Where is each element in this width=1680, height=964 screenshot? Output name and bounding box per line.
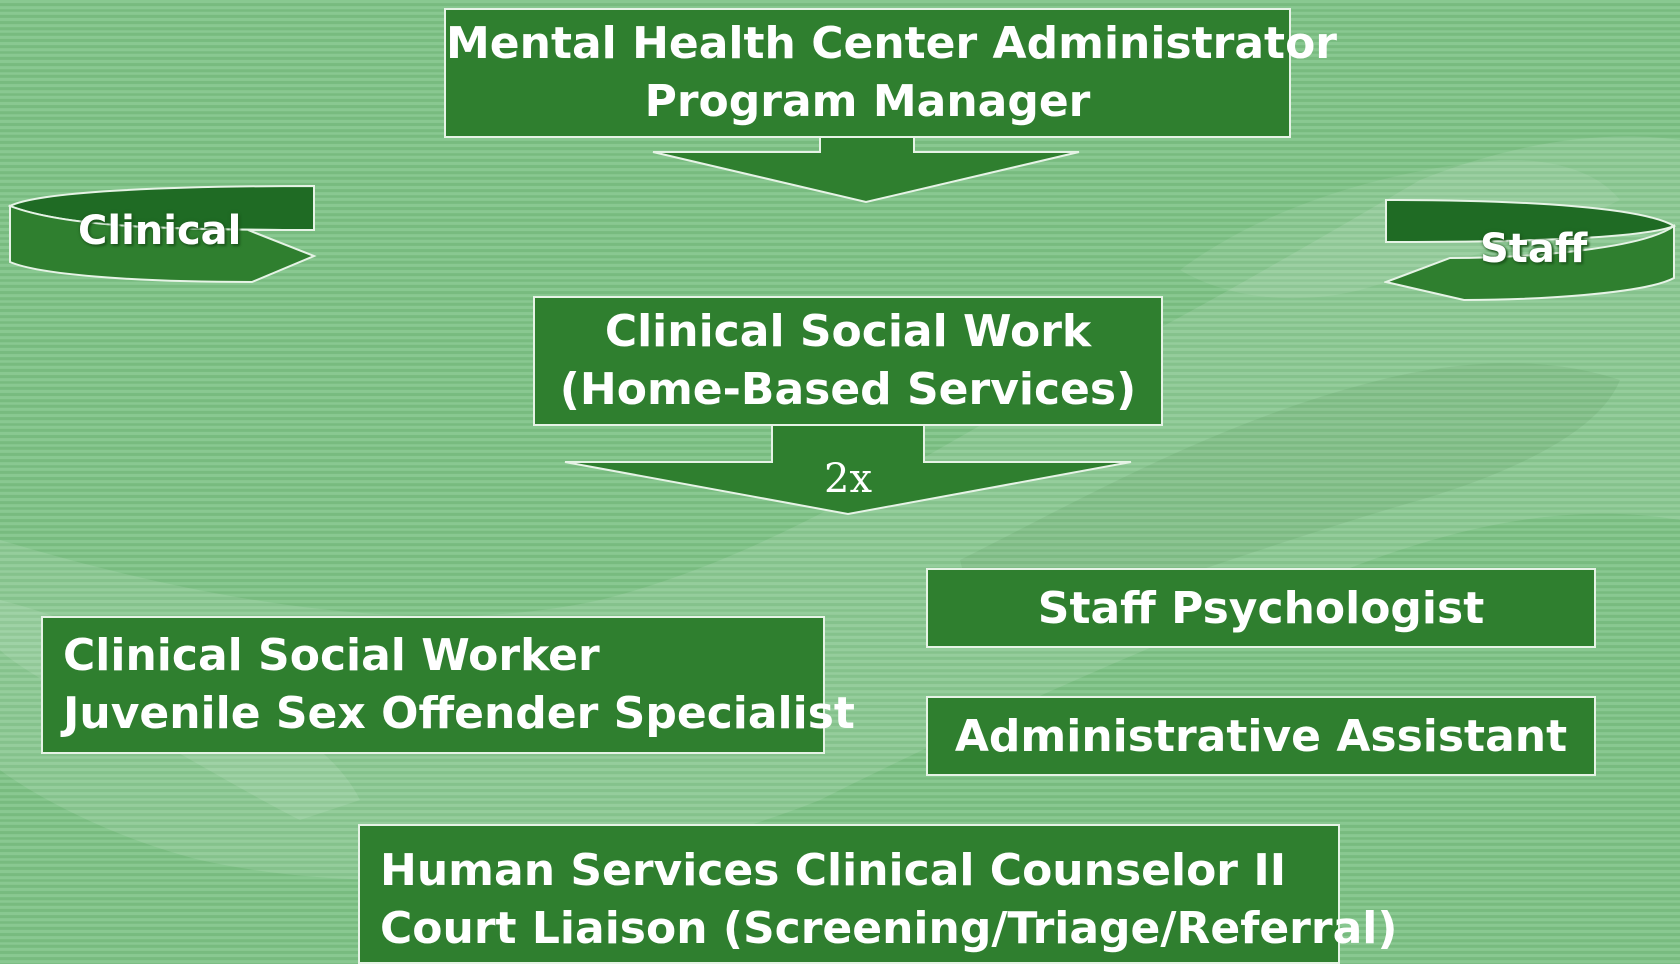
clinical-social-work-title: Clinical Social Work [604,306,1092,357]
program-manager-title: Program Manager [644,76,1091,127]
multiplier-label: 2x [824,456,873,502]
clinical-social-work-box: Clinical Social Work (Home-Based Service… [533,296,1163,426]
down-arrow-top [652,136,1080,204]
administrative-assistant-title: Administrative Assistant [954,710,1568,762]
administrator-title: Mental Health Center Administrator [446,18,1337,69]
clinical-social-worker-title: Clinical Social Worker [63,630,600,681]
clinical-curved-arrow [8,184,317,284]
clinical-counselor-box: Human Services Clinical Counselor II Cou… [358,824,1398,964]
administrative-assistant-box: Administrative Assistant [926,696,1596,776]
staff-curved-arrow [1384,198,1677,302]
home-based-services-title: (Home-Based Services) [559,364,1137,415]
clinical-counselor-title: Human Services Clinical Counselor II [380,845,1287,896]
juvenile-specialist-title: Juvenile Sex Offender Specialist [63,688,855,739]
clinical-label: Clinical [78,208,242,254]
staff-psychologist-box: Staff Psychologist [926,568,1596,648]
staff-psychologist-title: Staff Psychologist [1037,582,1485,634]
down-arrow-middle [564,424,1132,516]
staff-label: Staff [1480,226,1588,272]
administrator-box: Mental Health Center Administrator Progr… [444,8,1337,138]
court-liaison-title: Court Liaison (Screening/Triage/Referral… [380,903,1398,954]
clinical-social-worker-box: Clinical Social Worker Juvenile Sex Offe… [41,616,855,754]
